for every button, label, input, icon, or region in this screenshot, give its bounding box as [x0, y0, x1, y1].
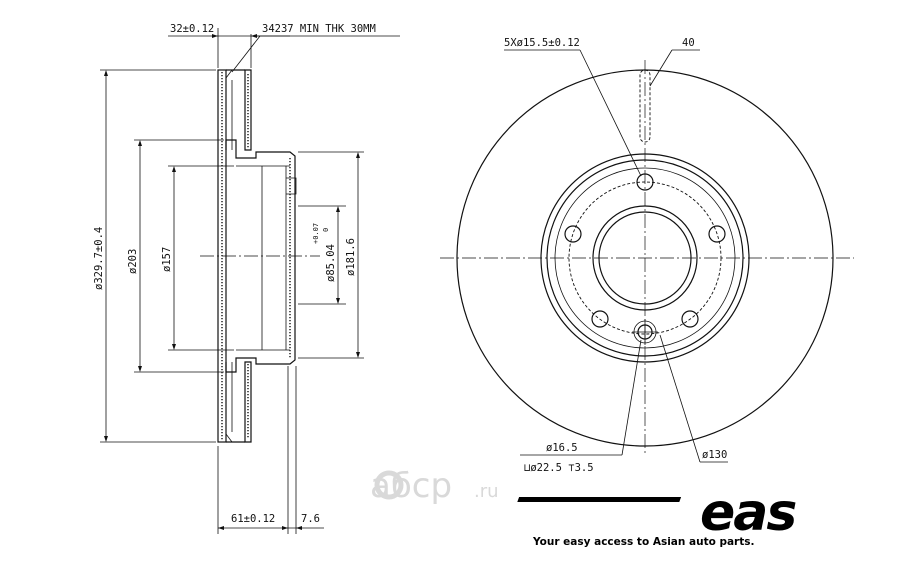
- tagline: Your easy access to Asian auto parts.: [532, 536, 755, 548]
- watermark-suffix: .ru: [474, 481, 499, 502]
- dia-157-label: ø157: [161, 247, 173, 272]
- front-view: [440, 60, 854, 455]
- watermark: aбcp .ru: [370, 466, 499, 506]
- center-bore-tol-upper: +0.07: [312, 223, 320, 244]
- section-view: [200, 69, 320, 443]
- front-dimensions: [504, 49, 728, 463]
- hub-thickness-label: 32±0.12: [170, 23, 214, 35]
- counterbore-label: ⊔ø22.5 ⊤3.5: [524, 462, 594, 474]
- watermark-text: aбcp: [370, 466, 452, 506]
- side-dimensions: [100, 28, 400, 534]
- slot-width-label: 40: [682, 37, 695, 49]
- logo-text: eas: [700, 483, 796, 543]
- min-thickness-label: 34237 MIN THK 30MM: [262, 23, 376, 35]
- offset-label: 7.6: [301, 513, 320, 525]
- pcd-label: ø130: [702, 449, 727, 461]
- brand-logo: eas Your easy access to Asian auto parts…: [517, 483, 798, 548]
- hole-dia-label: ø16.5: [546, 442, 578, 454]
- dia-203-label: ø203: [127, 249, 139, 274]
- logo-swoosh: [517, 497, 682, 502]
- bolt-holes: [564, 173, 726, 345]
- total-height-label: 61±0.12: [231, 513, 275, 525]
- center-bore-label: ø85.04: [325, 244, 337, 282]
- center-bore-tol-lower: 0: [322, 228, 330, 232]
- bolt-holes-label: 5Xø15.5±0.12: [504, 37, 580, 49]
- outer-diameter-label: ø329.7±0.4: [93, 227, 105, 290]
- dia-181-label: ø181.6: [345, 238, 357, 276]
